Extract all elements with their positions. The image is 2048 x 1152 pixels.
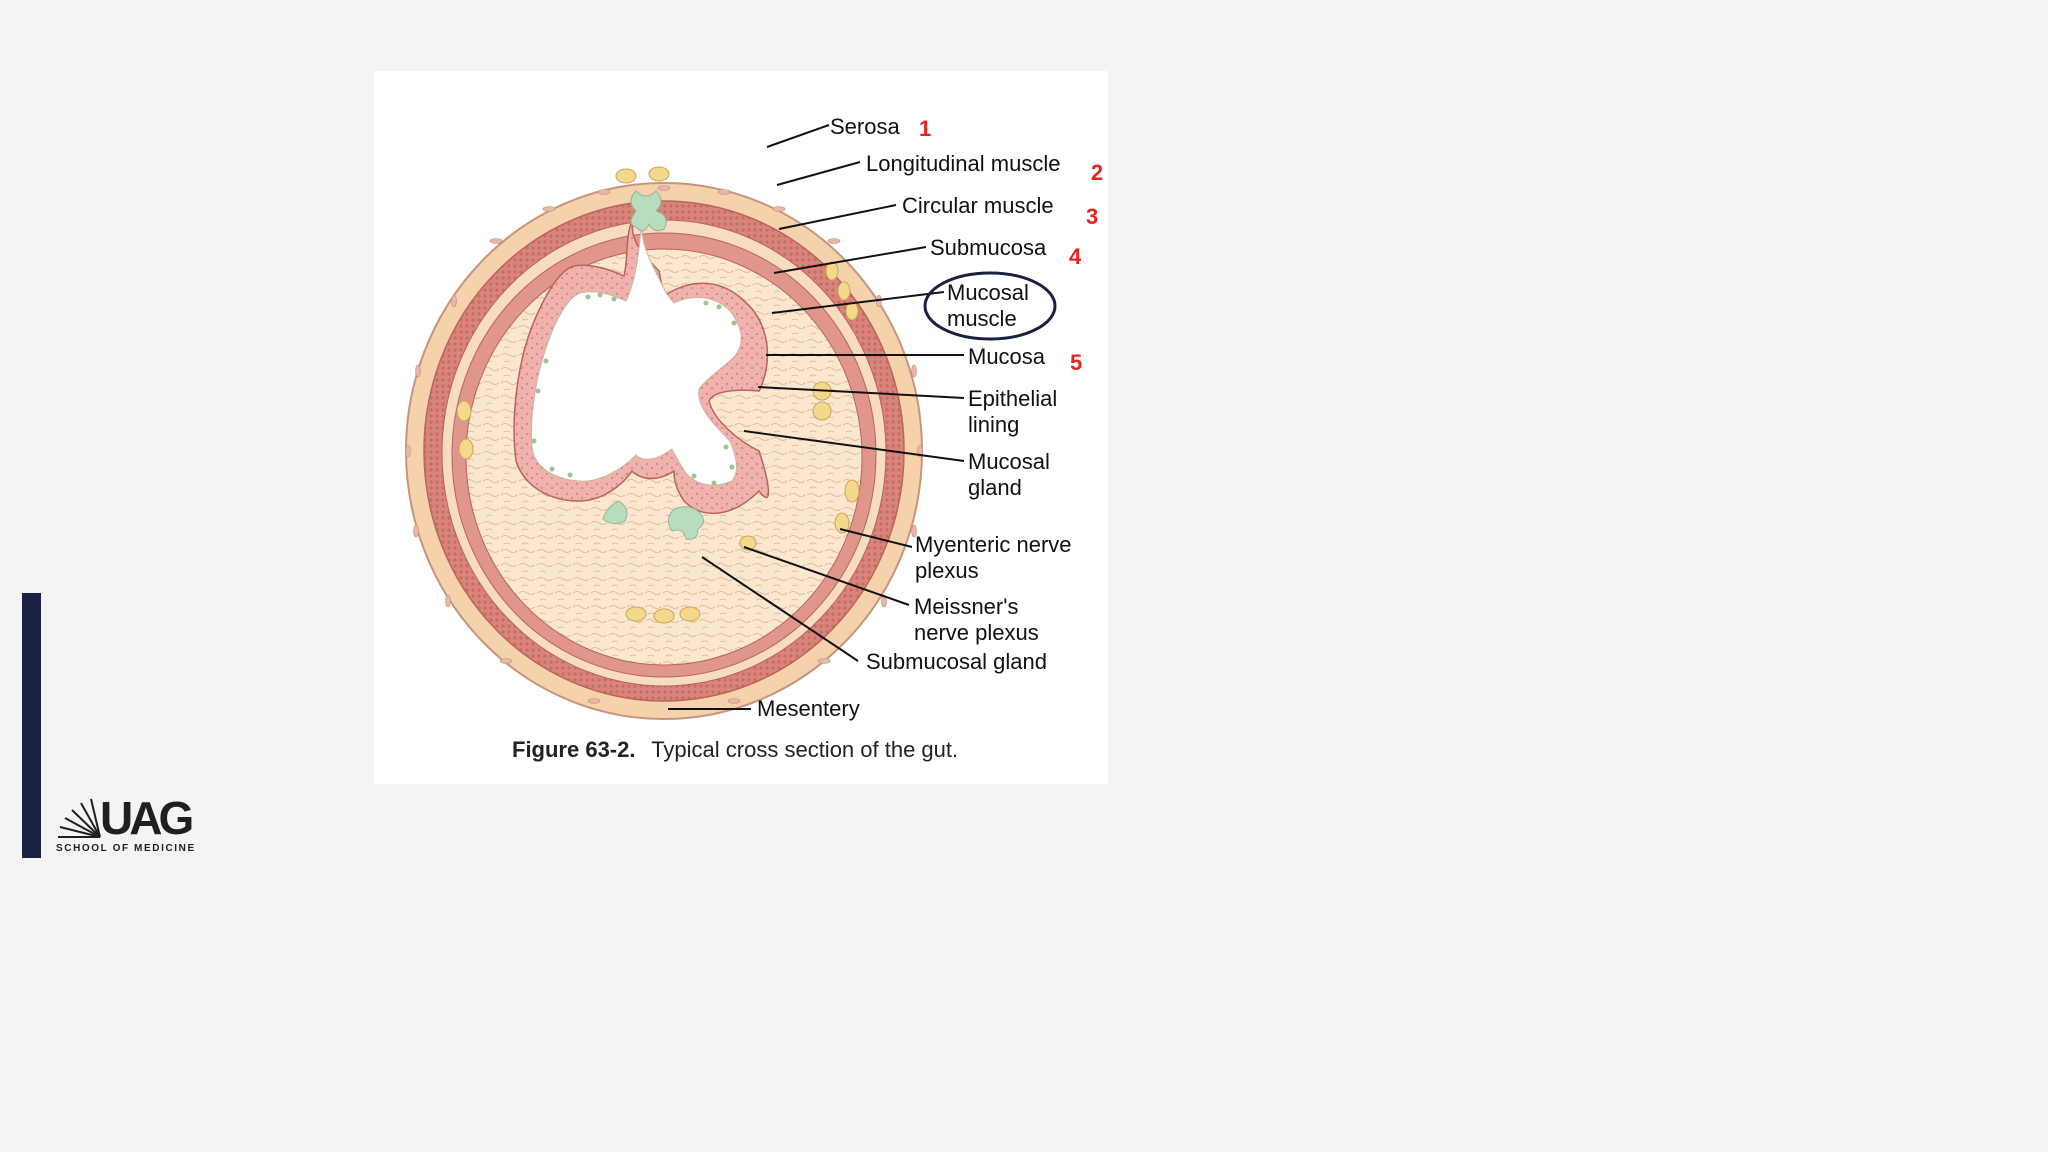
label-mesentery: Mesentery (757, 696, 860, 721)
caption-text: Typical cross section of the gut. (651, 737, 958, 762)
logo-fan-icon (58, 798, 101, 838)
nerve-plexus-cells (456, 166, 860, 624)
label-circular-muscle: Circular muscle (902, 193, 1054, 218)
label-mucosal-gland-line1: Mucosal (968, 449, 1050, 474)
label-myenteric-line2: plexus (915, 558, 979, 583)
submucosal-glands (602, 190, 704, 540)
lumen (531, 220, 742, 486)
figure-card: Serosa Longitudinal muscle Circular musc… (374, 71, 1108, 784)
annotation-number-4: 4 (1069, 244, 1082, 269)
label-mucosal-muscle-line2: muscle (947, 306, 1017, 331)
logo-subtitle: SCHOOL OF MEDICINE (56, 843, 196, 854)
annotation-number-2: 2 (1091, 160, 1103, 185)
leader-lines (668, 124, 965, 710)
label-submucosal-gland: Submucosal gland (866, 649, 1047, 674)
annotation-number-1: 1 (919, 116, 931, 141)
logo-wordmark: UAG (100, 792, 194, 844)
accent-bar (22, 593, 41, 858)
label-serosa: Serosa (830, 114, 900, 139)
label-submucosa: Submucosa (930, 235, 1047, 260)
highlight-circle (923, 271, 1057, 341)
annotation-number-3: 3 (1086, 204, 1098, 229)
annotation-number-5: 5 (1070, 350, 1082, 375)
label-epithelial-line2: lining (968, 412, 1019, 437)
label-meissner-line1: Meissner's (914, 594, 1018, 619)
figure-caption: Figure 63-2. Typical cross section of th… (512, 737, 958, 762)
uag-logo: UAG SCHOOL OF MEDICINE (54, 795, 214, 857)
serosa-cells (405, 185, 923, 704)
label-mucosal-gland-line2: gland (968, 475, 1022, 500)
label-myenteric-line1: Myenteric nerve (915, 532, 1072, 557)
label-meissner-line2: nerve plexus (914, 620, 1039, 645)
label-mucosa: Mucosa (968, 344, 1046, 369)
epithelial-cells (531, 292, 737, 486)
gut-cross-section-diagram: Serosa Longitudinal muscle Circular musc… (405, 114, 1103, 762)
caption-bold: Figure 63-2. (512, 737, 635, 762)
label-epithelial-line1: Epithelial (968, 386, 1057, 411)
label-longitudinal-muscle: Longitudinal muscle (866, 151, 1060, 176)
label-mucosal-muscle-line1: Mucosal (947, 280, 1029, 305)
